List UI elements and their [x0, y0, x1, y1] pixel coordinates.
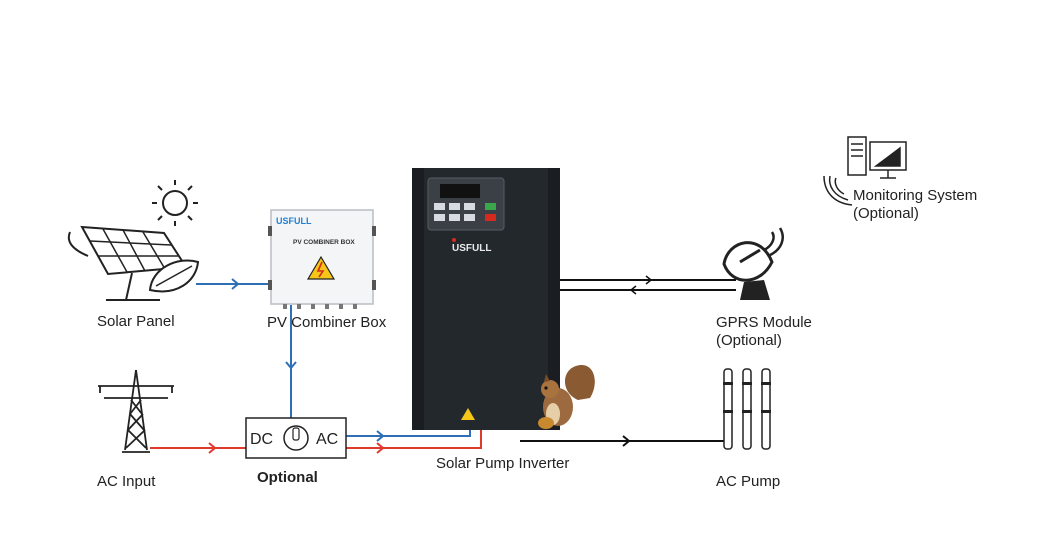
ac-text: AC: [316, 431, 338, 448]
monitoring-computer-icon: [847, 136, 907, 179]
inverter-to-gprs-lines: [560, 275, 736, 295]
inverter-to-pump-line: [520, 435, 724, 447]
ac-pump-label: AC Pump: [716, 473, 781, 490]
satellite-dish-icon: [722, 227, 784, 300]
squirrel-icon: [538, 364, 595, 429]
pv-combiner-box-device: [268, 209, 376, 309]
solar-to-combiner-line: [196, 278, 270, 290]
power-tower-icon: [98, 369, 174, 453]
stop-button-icon: [485, 214, 496, 221]
dc-ac-converter-box: [245, 417, 347, 459]
pv-combiner-box-label: PV Combiner Box: [267, 314, 387, 331]
converter-to-inverter-ac-line: [346, 428, 482, 454]
inverter-brand-text: USFULL: [452, 243, 491, 254]
ac-input-label: AC Input: [97, 473, 156, 490]
converter-to-inverter-dc-line: [346, 428, 471, 442]
display-screen: [440, 184, 480, 198]
monitoring-system-label: Monitoring System: [853, 187, 978, 204]
optional-label: Optional: [257, 469, 318, 486]
run-button-icon: [485, 203, 496, 210]
ac-pump-icon: [723, 368, 771, 450]
wireless-signal-icon: [823, 175, 853, 206]
gprs-optional-label: (Optional): [716, 332, 782, 349]
combiner-title-text: PV COMBINER BOX: [293, 239, 355, 246]
combiner-to-converter-line: [285, 305, 297, 418]
solar-pump-inverter-label: Solar Pump Inverter: [436, 455, 570, 472]
gprs-module-label: GPRS Module: [716, 314, 812, 331]
monitoring-optional-label: (Optional): [853, 205, 919, 222]
solar-pump-inverter-device: [412, 168, 560, 430]
combiner-brand-text: USFULL: [276, 216, 312, 226]
inverter-warning-icon: [461, 408, 475, 420]
solar-panel-icon: [67, 180, 200, 301]
solar-panel-label: Solar Panel: [97, 313, 175, 330]
dc-text: DC: [250, 431, 273, 448]
ac-input-to-converter-line: [150, 442, 246, 454]
warning-icon: [306, 255, 336, 280]
